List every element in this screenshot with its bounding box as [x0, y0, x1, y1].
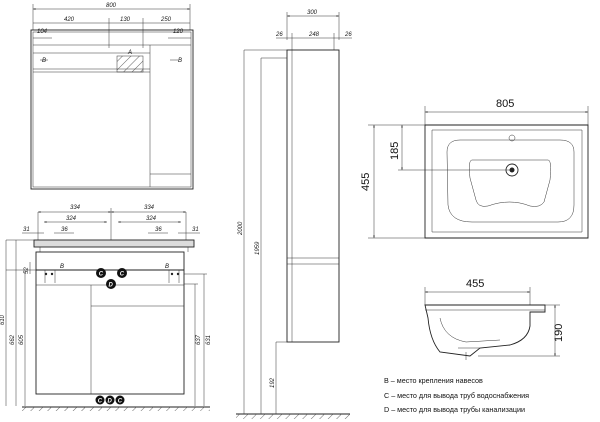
front-marker-b-right: B — [165, 264, 169, 270]
legend-item-b: B – место крепления навесов — [384, 376, 483, 385]
sink-top-view: 805 455 185 — [360, 98, 589, 239]
column-height: 2000 — [238, 221, 244, 236]
sink-tap-offset: 185 — [389, 142, 401, 160]
top-view: 800 420 130 250 104 120 A B B — [30, 3, 194, 190]
top-middle-width: 130 — [120, 17, 131, 23]
front-height-total: 610 — [0, 314, 6, 325]
front-right-inner: 324 — [146, 216, 157, 222]
front-right-edge: 31 — [192, 227, 199, 233]
front-small-height: 52 — [24, 267, 30, 274]
legend-item-c: C – место для вывода труб водоснабжения — [384, 391, 529, 400]
sink-width: 805 — [496, 98, 514, 110]
front-marker-b-left: B — [60, 264, 64, 270]
front-marker-c1: C — [99, 271, 104, 277]
sink-side-height: 190 — [553, 324, 565, 342]
front-left-span: 334 — [70, 205, 81, 211]
front-right-gap: 36 — [155, 227, 162, 233]
front-h637: 637 — [196, 334, 202, 345]
top-right-width: 250 — [160, 17, 172, 23]
sink-side-view: 455 190 — [424, 278, 565, 360]
front-left-edge: 31 — [23, 227, 30, 233]
column-center: 248 — [308, 32, 320, 38]
marker-a: A — [127, 50, 132, 56]
top-marker-b-right: B — [178, 58, 182, 64]
top-overall-width: 800 — [106, 3, 117, 9]
legend: B – место крепления навесов C – место дл… — [384, 376, 529, 414]
legend-item-d: D – место для вывода трубы канализации — [384, 405, 525, 414]
front-h631: 631 — [206, 335, 212, 345]
bottom-marker-d: D — [108, 398, 113, 404]
top-marker-b-left: B — [42, 58, 46, 64]
top-left-offset: 104 — [37, 29, 48, 35]
front-left-gap: 36 — [61, 227, 68, 233]
front-marker-c2: C — [120, 271, 125, 277]
bottom-marker-c1: C — [98, 398, 103, 404]
sink-depth: 455 — [360, 173, 372, 191]
front-h662: 662 — [10, 334, 16, 345]
bottom-marker-c2: C — [118, 398, 123, 404]
sink-side-depth: 455 — [466, 278, 484, 290]
column-side-right: 26 — [344, 32, 352, 38]
top-left-width: 420 — [64, 17, 75, 23]
front-marker-d: D — [109, 282, 114, 288]
column-width: 300 — [307, 10, 318, 16]
column-side-left: 26 — [275, 32, 283, 38]
front-view: 334 334 324 324 31 36 36 31 B B — [0, 205, 212, 411]
front-right-span: 334 — [144, 205, 155, 211]
front-h605: 605 — [19, 334, 25, 345]
top-right-offset: 120 — [173, 29, 184, 35]
front-left-inner: 324 — [66, 216, 77, 222]
column-view: 300 26 248 26 2000 1959 192 — [236, 10, 352, 419]
column-height-inner: 1959 — [255, 241, 261, 255]
column-height-low: 192 — [270, 377, 276, 388]
